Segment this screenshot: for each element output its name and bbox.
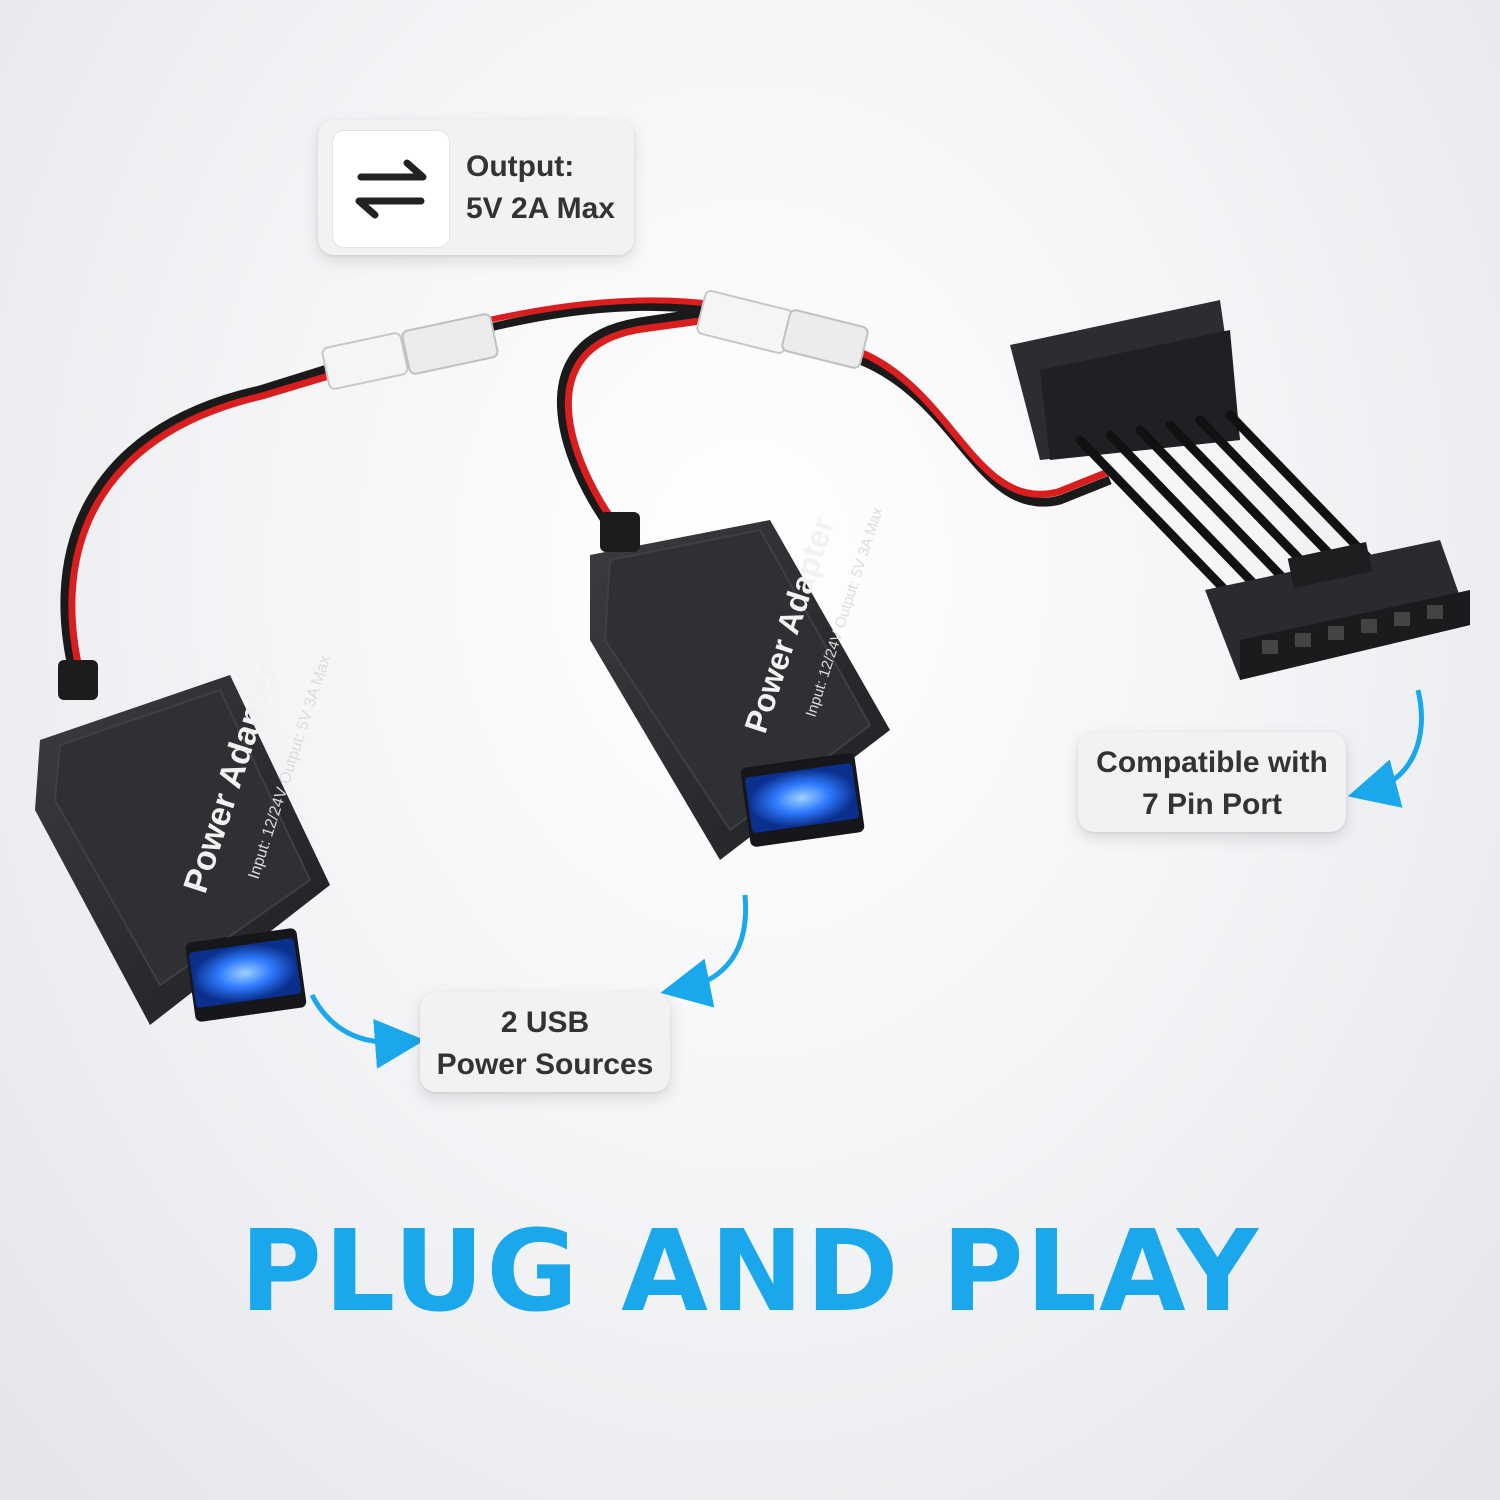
output-label: Output: (466, 150, 575, 183)
usb-port-mid (745, 763, 859, 833)
strain-relief-left (58, 660, 98, 700)
headline: PLUG AND PLAY (239, 1207, 1261, 1337)
strain-relief-mid (600, 512, 640, 552)
inline-connector-left (321, 313, 499, 390)
seven-pin-connector (1010, 300, 1470, 680)
cable-top-link (479, 297, 721, 334)
exchange-arrows-icon (332, 130, 450, 248)
power-adapter-left: Power Adapter Input: 12/24V Output: 5V 3… (35, 653, 334, 1025)
cable-left (60, 360, 344, 692)
cable-right (858, 348, 1112, 507)
usb-port-left (189, 938, 301, 1008)
pointer-arrow-usb-left (309, 993, 425, 1069)
cable-mid (556, 305, 723, 533)
pointer-arrow-usb-mid (660, 894, 749, 1008)
output-value: 5V 2A Max (466, 192, 615, 225)
usb-callout-line2: Power Sources (436, 1048, 654, 1081)
pin-callout-line2: 7 Pin Port (1141, 788, 1283, 821)
pin-callout: Compatible with 7 Pin Port (1078, 732, 1346, 832)
output-callout: Output: 5V 2A Max (318, 120, 634, 255)
usb-callout-line1: 2 USB (500, 1006, 590, 1039)
power-adapter-mid: Power Adapter Input: 12/24V Output: 5V 3… (590, 505, 890, 860)
pointer-arrow-pin (1347, 689, 1424, 808)
pin-callout-line1: Compatible with (1096, 746, 1328, 779)
inline-connector-right (696, 290, 869, 369)
usb-callout: 2 USB Power Sources (420, 992, 670, 1092)
